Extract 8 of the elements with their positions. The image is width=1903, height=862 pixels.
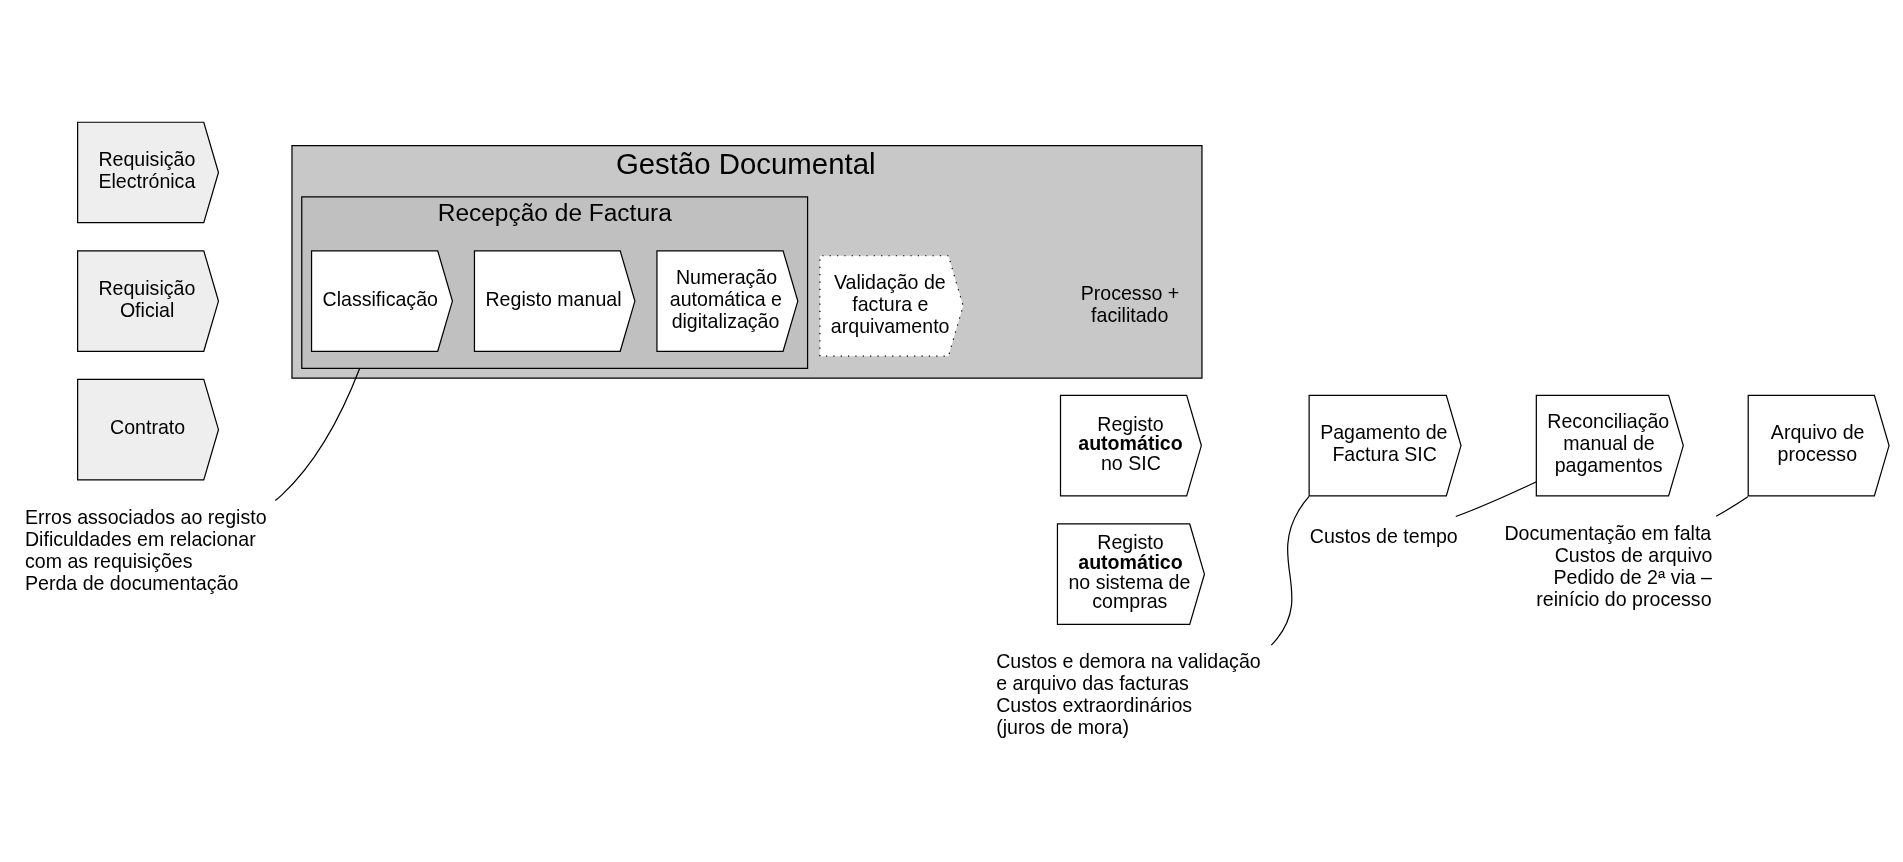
node-text: Custos de tempo: [1309, 524, 1458, 547]
node-text: Erros associados ao registo Dificuldades em relacionar com as requisições Perda de documentação: [24, 505, 267, 594]
connector: [1270, 495, 1310, 646]
node-text: Custos e demora na validação e arquivo das facturas Custos extraordinários (juros de mora): [996, 649, 1261, 738]
node-text: Documentação em falta Custos de arquivo Pedido de 2ª via – reinício do processo: [1504, 521, 1713, 610]
connector: [1715, 495, 1749, 517]
connector: [274, 367, 361, 501]
connector: [1455, 480, 1537, 517]
